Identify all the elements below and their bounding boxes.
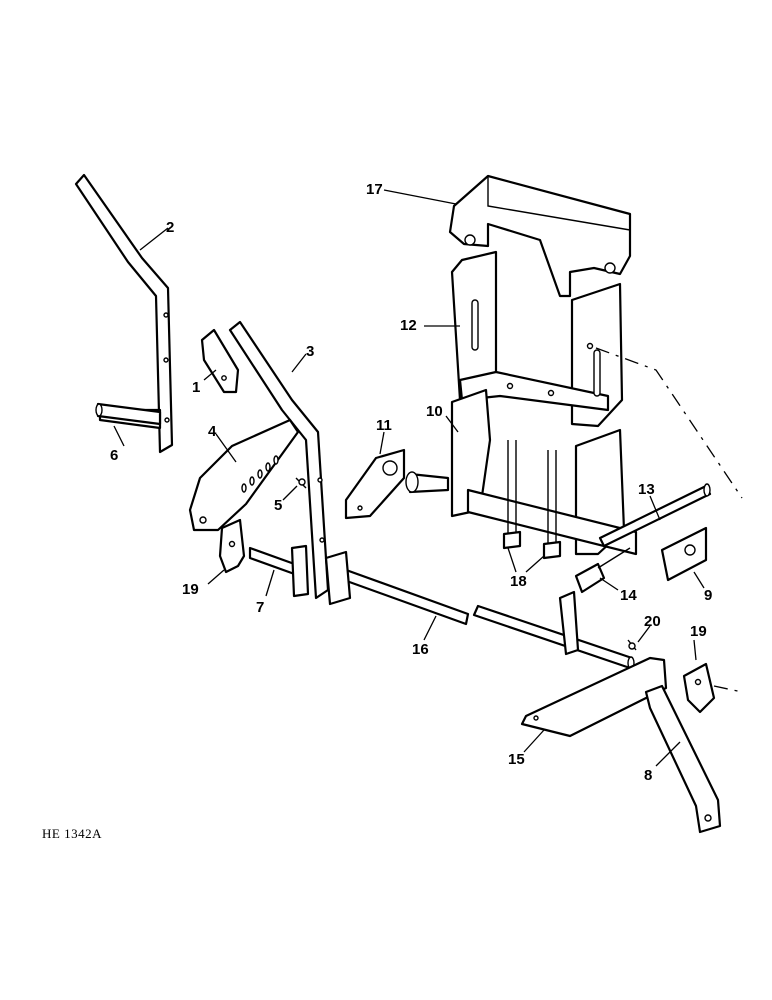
callout-10: 10 bbox=[426, 403, 443, 420]
callout-1: 1 bbox=[192, 379, 200, 396]
part-9-plate bbox=[660, 526, 708, 582]
figure-reference: HE 1342A bbox=[42, 826, 102, 841]
part-5-pin bbox=[295, 477, 307, 489]
part-19-bracket-right bbox=[682, 662, 716, 714]
assembly-centerline-2 bbox=[713, 685, 743, 693]
callout-15: 15 bbox=[508, 751, 525, 768]
part-15-angled-bar bbox=[520, 590, 668, 738]
callout-3: 3 bbox=[306, 343, 314, 360]
callout-19-left: 19 bbox=[182, 581, 199, 598]
callout-7: 7 bbox=[256, 599, 264, 616]
part-6-pin bbox=[95, 402, 162, 426]
leader-lines bbox=[113, 189, 705, 767]
part-16-cross-shaft bbox=[324, 550, 635, 670]
callout-19-right: 19 bbox=[690, 623, 707, 640]
part-4-quadrant bbox=[188, 418, 300, 532]
assembly-centerline bbox=[595, 347, 743, 499]
part-8-bracket-arm bbox=[644, 684, 722, 834]
part-17-cover bbox=[448, 174, 632, 298]
callout-11: 11 bbox=[376, 417, 392, 434]
callouts: 2 1 3 4 5 6 7 8 9 10 11 12 13 14 15 16 1… bbox=[110, 181, 712, 784]
part-12-upper-frame bbox=[450, 250, 624, 428]
callout-20: 20 bbox=[644, 613, 661, 630]
part-20-pin bbox=[627, 639, 637, 651]
callout-5: 5 bbox=[274, 497, 282, 514]
part-18-bolts bbox=[502, 440, 562, 560]
part-1-latch bbox=[200, 328, 240, 394]
callout-14: 14 bbox=[620, 587, 637, 604]
callout-18: 18 bbox=[510, 573, 527, 590]
part-14-clevis bbox=[574, 547, 631, 594]
callout-16: 16 bbox=[412, 641, 429, 658]
part-10-lower-frame bbox=[405, 388, 638, 556]
callout-4: 4 bbox=[208, 423, 217, 440]
quadrant-slots bbox=[241, 455, 279, 493]
callout-8: 8 bbox=[644, 767, 652, 784]
callout-2: 2 bbox=[166, 219, 174, 236]
part-13-rod bbox=[598, 483, 712, 548]
part-7-shaft bbox=[248, 544, 310, 598]
part-11-plate bbox=[344, 448, 406, 520]
callout-17: 17 bbox=[366, 181, 383, 198]
callout-12: 12 bbox=[400, 317, 417, 334]
callout-13: 13 bbox=[638, 481, 655, 498]
callout-6: 6 bbox=[110, 447, 118, 464]
part-19-bracket-left bbox=[218, 518, 246, 574]
callout-9: 9 bbox=[704, 587, 712, 604]
